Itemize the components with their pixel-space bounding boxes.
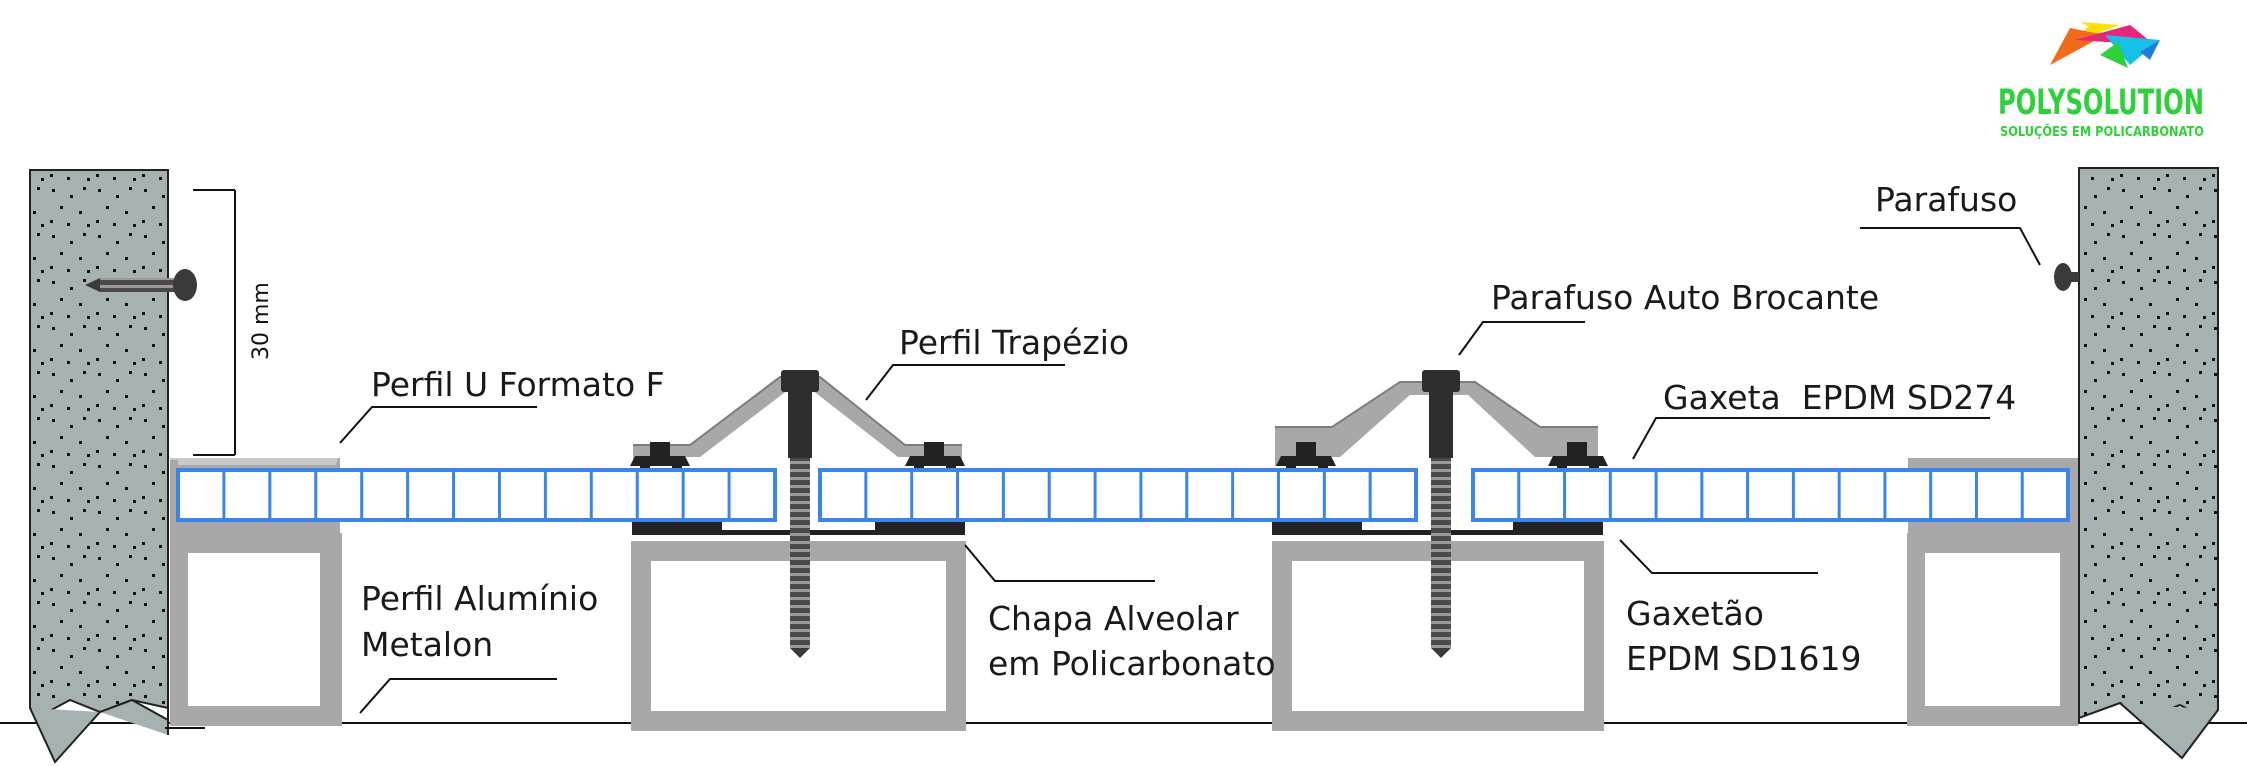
dimension-text: 30 mm [249, 282, 274, 360]
label-chapa-2: em Policarbonato [988, 644, 1276, 683]
leader-parafuso [1860, 227, 2041, 266]
right-wall [2040, 167, 2219, 760]
top-gasket-4 [1548, 442, 1608, 468]
polysolution-logo: POLYSOLUTION SOLUÇÕES EM POLICARBONATO [1998, 22, 2204, 140]
label-perfil-aluminio-2: Metalon [361, 625, 493, 664]
dimension-30mm: 30 mm [193, 189, 274, 456]
label-parafuso-auto: Parafuso Auto Brocante [1491, 278, 1879, 317]
left-wall [29, 169, 205, 764]
logo-mark-icon [2050, 22, 2160, 68]
label-parafuso: Parafuso [1875, 180, 2017, 219]
label-perfil-aluminio-1: Perfil Alumínio [361, 579, 598, 618]
leader-gaxetao [1619, 539, 1818, 574]
leader-perfil-trapezio [865, 364, 1065, 401]
metalon-tube-center-right [1272, 541, 1604, 731]
leader-perfil-u [339, 406, 537, 444]
metalon-tube-right [1907, 533, 2078, 726]
leader-lines [339, 227, 2041, 714]
leader-parafuso-auto [1458, 321, 1585, 356]
metalon-tube-left [170, 533, 342, 726]
top-gasket-3 [1276, 442, 1336, 468]
label-perfil-u: Perfil U Formato F [371, 365, 665, 404]
top-gasket-2 [905, 442, 965, 468]
logo-tagline: SOLUÇÕES EM POLICARBONATO [2000, 124, 2204, 140]
label-gaxetao-2: EPDM SD1619 [1626, 639, 1861, 678]
polycarbonate-sheets [176, 468, 2070, 522]
leader-perfil-aluminio [359, 678, 557, 714]
label-gaxetao-1: Gaxetão [1626, 594, 1764, 633]
wall-screw-left [85, 269, 197, 301]
polycarbonate-sheet [818, 468, 1418, 522]
label-gaxeta: Gaxeta EPDM SD274 [1663, 378, 2016, 417]
logo-name: POLYSOLUTION [1998, 83, 2204, 123]
top-gasket-1 [630, 442, 690, 468]
label-chapa-1: Chapa Alveolar [988, 599, 1239, 638]
self-drilling-screw-right [1422, 370, 1460, 658]
leader-gaxeta [1632, 417, 1990, 460]
wall-screw-right [2054, 263, 2079, 291]
leader-chapa [964, 544, 1155, 582]
metalon-tube-center-left [631, 541, 966, 731]
polycarbonate-sheet [176, 468, 777, 522]
label-perfil-trapezio: Perfil Trapézio [899, 323, 1129, 362]
polycarbonate-sheet [1471, 468, 2070, 522]
self-drilling-screw-left [781, 370, 819, 658]
